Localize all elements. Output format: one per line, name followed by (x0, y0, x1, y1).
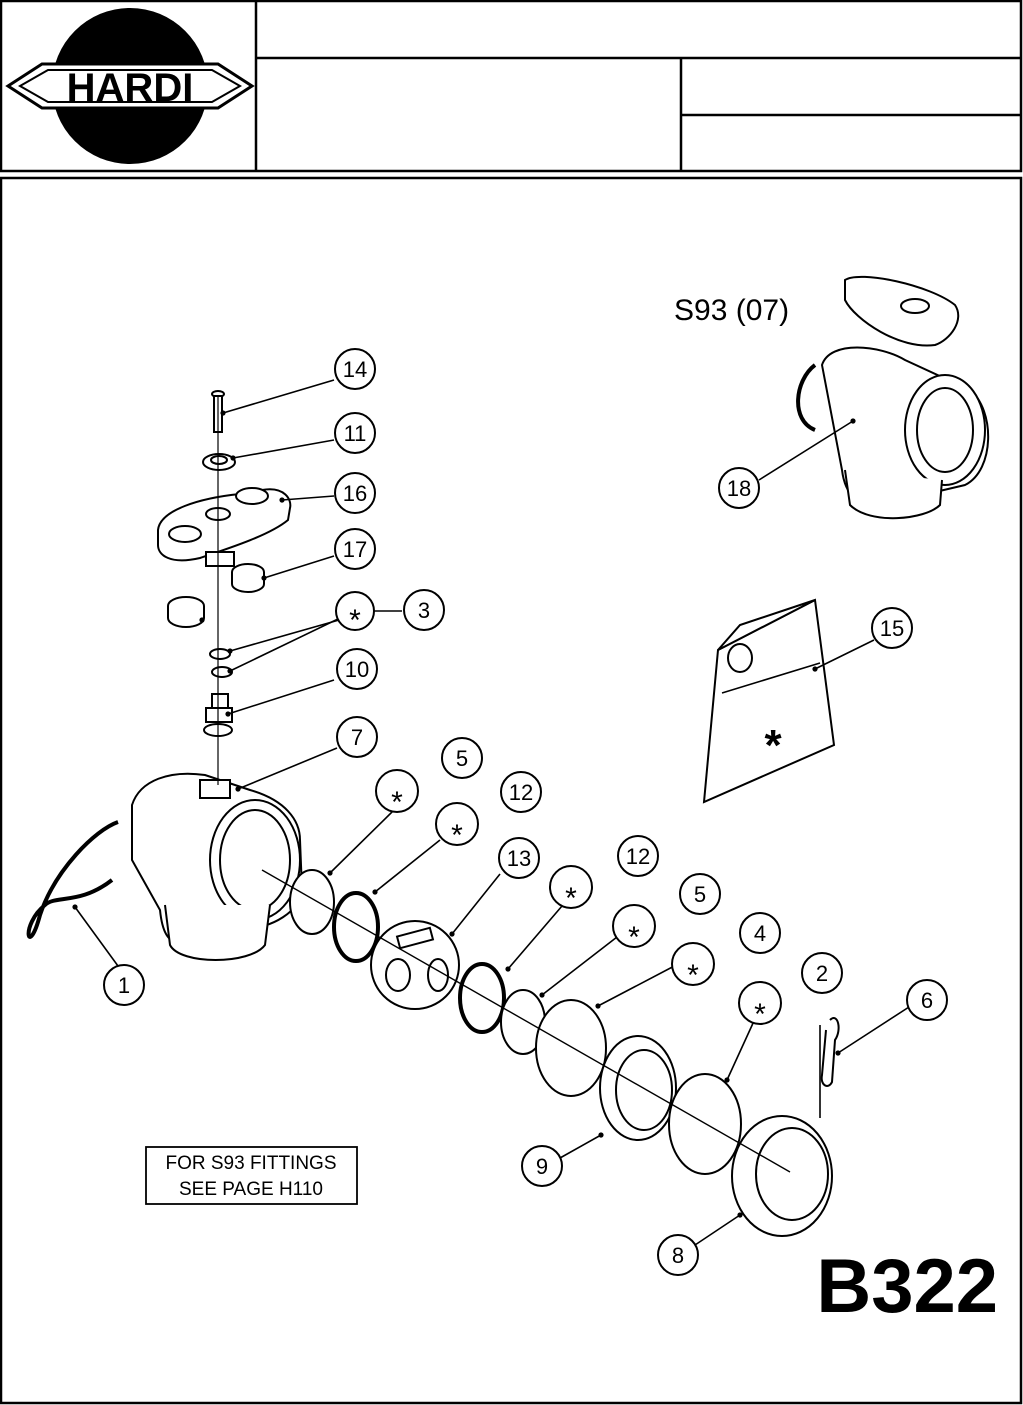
part-orings-small (209, 648, 233, 678)
callouts: 1 2 3 4 5 5 6 7 8 9 10 11 12 12 13 14 15… (103, 348, 948, 1276)
svg-text:16: 16 (343, 481, 367, 506)
hardi-logo: HARDI (5, 8, 255, 164)
note-line-2: SEE PAGE H110 (179, 1179, 323, 1200)
subassembly-label: S93 (07) (674, 294, 789, 327)
svg-text:15: 15 (880, 616, 904, 641)
drawing-frame (0, 176, 1023, 1405)
svg-text:6: 6 (921, 988, 933, 1013)
part-caps (167, 563, 265, 628)
callout-2: 2 (801, 952, 843, 994)
part-nut-9 (599, 1035, 677, 1141)
svg-text:*: * (628, 921, 640, 954)
svg-text:17: 17 (343, 537, 367, 562)
callout-8: 8 (657, 1234, 699, 1276)
callout-4: 4 (739, 912, 781, 954)
kit-marker-4: * (671, 942, 715, 992)
svg-text:12: 12 (626, 844, 650, 869)
kit-marker-15: * (764, 721, 782, 770)
callout-18: 18 (718, 467, 760, 509)
part-pin-6 (820, 1017, 840, 1087)
part-coupling-8 (731, 1115, 833, 1237)
svg-text:*: * (565, 882, 577, 915)
svg-text:11: 11 (344, 421, 367, 446)
callout-12b: 12 (617, 835, 659, 877)
callout-16: 16 (334, 472, 376, 514)
kit-marker-5a: * (375, 769, 419, 819)
svg-text:7: 7 (351, 725, 363, 750)
note-line-1: FOR S93 FITTINGS (165, 1153, 336, 1174)
part-handle (157, 487, 292, 567)
svg-text:*: * (349, 604, 361, 637)
svg-text:10: 10 (345, 657, 369, 682)
part-clip (26, 820, 119, 939)
logo-text: HARDI (67, 66, 194, 110)
fittings-note: FOR S93 FITTINGS SEE PAGE H110 (145, 1146, 358, 1205)
callout-7: 7 (336, 716, 378, 758)
svg-text:13: 13 (507, 846, 531, 871)
title-block (0, 0, 1023, 173)
callout-5a: 5 (441, 737, 483, 779)
svg-text:*: * (754, 998, 766, 1031)
leader-lines (74, 379, 910, 1246)
callout-11: 11 (334, 412, 376, 454)
callout-14: 14 (334, 348, 376, 390)
svg-text:*: * (391, 786, 403, 819)
callout-12a: 12 (500, 771, 542, 813)
kit-markers: * * * * * * * * (335, 591, 782, 1031)
part-kit-bag (702, 598, 836, 804)
callout-17: 17 (334, 528, 376, 570)
callout-5b: 5 (679, 873, 721, 915)
callout-13: 13 (498, 837, 540, 879)
svg-text:5: 5 (456, 746, 468, 771)
svg-text:*: * (687, 959, 699, 992)
leader-dots (72, 410, 856, 1218)
part-oring-4 (535, 999, 607, 1097)
svg-text:12: 12 (509, 780, 533, 805)
callout-15: 15 (871, 607, 913, 649)
callout-10: 10 (336, 648, 378, 690)
callout-9: 9 (521, 1145, 563, 1187)
svg-text:4: 4 (754, 921, 766, 946)
svg-text:3: 3 (418, 598, 430, 623)
page-code: B322 (816, 1244, 998, 1329)
assembly-axis (261, 869, 791, 1173)
svg-text:14: 14 (343, 357, 367, 382)
part-bushing (202, 453, 236, 471)
svg-text:*: * (451, 819, 463, 852)
part-valve-body (131, 772, 304, 961)
svg-text:8: 8 (672, 1243, 684, 1268)
svg-text:18: 18 (727, 476, 751, 501)
kit-marker-2: * (738, 981, 782, 1031)
kit-marker-12b: * (549, 865, 593, 915)
callout-1: 1 (103, 964, 145, 1006)
callout-6: 6 (906, 979, 948, 1021)
part-s93-assembly (796, 275, 990, 520)
callout-3: 3 (403, 589, 445, 631)
part-seal-12a (332, 891, 380, 963)
svg-text:2: 2 (816, 961, 828, 986)
part-oring-5a (289, 869, 335, 935)
kit-marker-3: * (335, 591, 375, 637)
kit-marker-5b: * (612, 904, 656, 954)
svg-text:5: 5 (694, 882, 706, 907)
part-ball (370, 920, 460, 1010)
part-seal-12b (458, 962, 506, 1034)
svg-text:9: 9 (536, 1154, 548, 1179)
kit-marker-12a: * (435, 802, 479, 852)
svg-text:1: 1 (118, 973, 130, 998)
